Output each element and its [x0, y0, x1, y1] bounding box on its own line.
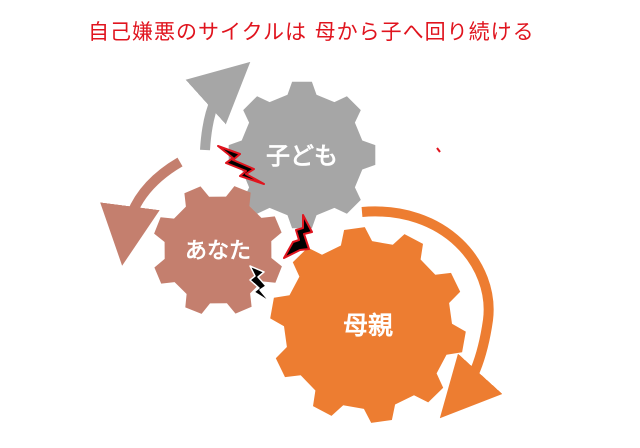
mother-cycle-arrow-icon: [361, 206, 503, 419]
slide-title: 自己嫌悪のサイクルは 母から子へ回り続ける: [88, 20, 535, 44]
you-gear-icon: あなた: [154, 186, 282, 314]
red-tick-mark: [436, 147, 441, 153]
lightning-icon: [217, 145, 265, 185]
child-gear-label: 子ども: [266, 142, 338, 170]
child-gear-icon: 子ども: [228, 81, 376, 229]
lightning-icon: [283, 214, 313, 259]
child-cycle-arrow-icon: [185, 61, 251, 151]
you-gear-label: あなた: [185, 239, 251, 264]
mother-gear-label: 母親: [343, 311, 393, 340]
mother-gear-icon: 母親: [270, 227, 466, 423]
you-cycle-arrow-icon: [100, 157, 183, 266]
lightning-icon: [249, 265, 271, 303]
